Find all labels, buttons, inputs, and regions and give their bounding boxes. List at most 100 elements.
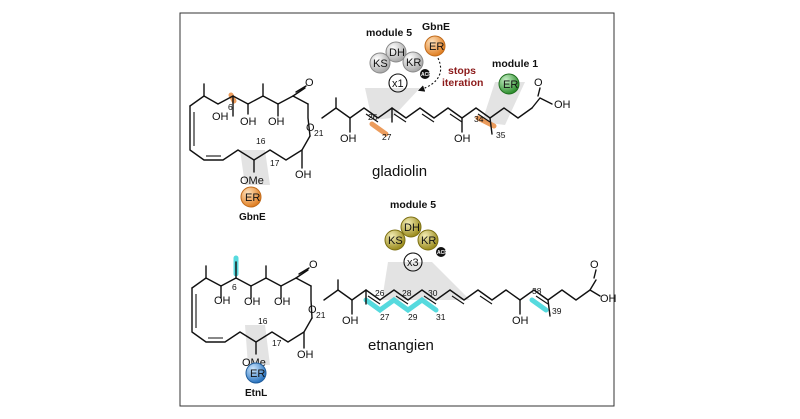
- etnangien-ester-o: O: [308, 304, 317, 316]
- gladiolin-dh-label: DH: [389, 47, 405, 59]
- gladiolin-panel: OH OH OH O O OMe OH OH OH O OH 6 16 17 2…: [189, 21, 571, 223]
- etnangien-ring-right: [310, 285, 313, 319]
- gladiolin-module1-er-label: ER: [503, 79, 518, 91]
- etnangien-ring-lower-substituents: [255, 331, 305, 355]
- etnangien-num-31: 31: [436, 312, 446, 322]
- etnangien-oh-label-1: OH: [214, 295, 231, 307]
- etnangien-num-16: 16: [258, 316, 268, 326]
- etnangien-iteration-label: x3: [407, 257, 419, 269]
- gladiolin-er-bottom: ER: [240, 186, 262, 208]
- gladiolin-module5-title: module 5: [366, 27, 412, 39]
- etnangien-etnl-name: EtnL: [245, 388, 267, 399]
- gladiolin-oh-label-3: OH: [268, 116, 285, 128]
- gladiolin-acp-label: ACP: [421, 72, 432, 78]
- gladiolin-num-16: 16: [256, 136, 266, 146]
- etnangien-ring-bottom: [191, 287, 313, 343]
- etnangien-oh-label-3: OH: [274, 296, 291, 308]
- gladiolin-module1-title: module 1: [492, 58, 538, 70]
- gladiolin-num-17: 17: [270, 158, 280, 168]
- etnangien-dh-domain: DH: [400, 216, 422, 238]
- etnangien-etnl-funnel: [245, 325, 270, 365]
- gladiolin-oh-label-2: OH: [240, 116, 257, 128]
- gladiolin-ome-label: OMe: [240, 175, 264, 187]
- etnangien-ring-substituents: [205, 261, 282, 299]
- etnangien-compound-name: etnangien: [368, 337, 434, 354]
- gladiolin-ring-lower-substituents: [253, 149, 303, 173]
- gladiolin-er-bottom-label: ER: [245, 192, 260, 204]
- etnangien-oh-label-2: OH: [244, 296, 261, 308]
- etnangien-module5-title: module 5: [390, 199, 436, 211]
- etnangien-num-26: 26: [375, 288, 385, 298]
- gladiolin-gbne-top-label: GbnE: [422, 21, 450, 33]
- etnangien-num-30: 30: [428, 288, 438, 298]
- gladiolin-ester-o: O: [306, 122, 315, 134]
- gladiolin-module1-er: ER: [498, 73, 520, 95]
- gladiolin-num-35: 35: [496, 130, 506, 140]
- gladiolin-gbne-funnel: [240, 150, 270, 185]
- etnangien-oh-label-4: OH: [297, 349, 314, 361]
- gladiolin-module5-funnel: [365, 88, 420, 120]
- gladiolin-stop-text-1: stops: [448, 65, 476, 77]
- gladiolin-acp-domain: ACP: [420, 69, 432, 79]
- etnangien-num-21: 21: [316, 310, 326, 320]
- etnangien-module5-funnel: [382, 262, 470, 300]
- gladiolin-oh-label-5: OH: [340, 133, 357, 145]
- etnangien-ks-domain: KS: [384, 229, 406, 251]
- gladiolin-side-chain-substituents: [335, 97, 493, 135]
- c26-c27-highlight: [369, 121, 389, 137]
- gladiolin-ks-label: KS: [373, 58, 388, 70]
- etnangien-kr-domain: KR: [417, 229, 439, 251]
- gladiolin-oh-label-6: OH: [454, 133, 471, 145]
- gladiolin-oh-label-1: OH: [212, 111, 229, 123]
- etnangien-oh-label-6: OH: [512, 315, 529, 327]
- etnangien-acp-label: ACP: [437, 250, 448, 256]
- gladiolin-side-chain-double-bonds: [365, 113, 491, 123]
- etnangien-kr-label: KR: [421, 235, 436, 247]
- gladiolin-num-26: 26: [368, 112, 378, 122]
- gladiolin-er-top-label: ER: [429, 41, 444, 53]
- etnangien-iteration-cycle: x3: [403, 252, 423, 272]
- gladiolin-ring-substituents: [203, 83, 279, 117]
- gladiolin-oh-label-4: OH: [295, 169, 312, 181]
- gladiolin-acid-o: O: [534, 77, 543, 89]
- gladiolin-carbonyl-o: O: [305, 77, 314, 89]
- etnangien-acid-o: O: [590, 259, 599, 271]
- gladiolin-ring-right: [307, 103, 311, 137]
- etnangien-er: ER: [245, 362, 267, 384]
- etnangien-ks-label: KS: [388, 235, 403, 247]
- etnangien-num-39: 39: [552, 306, 562, 316]
- gladiolin-stop-text-2: iteration: [442, 77, 483, 89]
- gladiolin-num-34: 34: [474, 114, 484, 124]
- etnangien-side-chain: [323, 289, 591, 301]
- etnangien-c26-c31-highlight: [363, 296, 439, 314]
- gladiolin-er-top: ER: [424, 35, 446, 57]
- etnangien-z-double-bonds: [195, 294, 223, 339]
- etnangien-dh-label: DH: [404, 222, 420, 234]
- gladiolin-dh-domain: DH: [385, 41, 407, 63]
- gladiolin-iteration-cycle: x1: [388, 73, 408, 93]
- etnangien-num-28: 28: [402, 288, 412, 298]
- gladiolin-acid-oh: OH: [554, 99, 571, 111]
- figure-frame: [179, 12, 615, 407]
- gladiolin-kr-label: KR: [406, 57, 421, 69]
- etnangien-carbonyl-o: O: [309, 259, 318, 271]
- etnangien-carbonyl: [295, 267, 310, 279]
- gladiolin-num-27: 27: [382, 132, 392, 142]
- gladiolin-iteration-label: x1: [392, 78, 404, 90]
- gladiolin-kr-domain: KR: [402, 51, 424, 73]
- gladiolin-acid: [531, 87, 553, 109]
- etnangien-acid: [589, 269, 601, 297]
- etnangien-num-27: 27: [380, 312, 390, 322]
- etnangien-side-chain-substituents: [337, 279, 551, 317]
- etnangien-c38-c39-highlight: [529, 297, 549, 313]
- gladiolin-ring-bottom: [189, 105, 311, 161]
- gladiolin-num-6: 6: [228, 102, 233, 112]
- gladiolin-side-chain: [321, 107, 533, 119]
- etnangien-side-chain-double-bonds: [367, 295, 549, 305]
- etnangien-num-17: 17: [272, 338, 282, 348]
- etnangien-er-label: ER: [250, 368, 265, 380]
- gladiolin-num-21: 21: [314, 128, 324, 138]
- gladiolin-gbne-bottom-name: GbnE: [239, 212, 266, 223]
- gladiolin-compound-name: gladiolin: [372, 163, 427, 180]
